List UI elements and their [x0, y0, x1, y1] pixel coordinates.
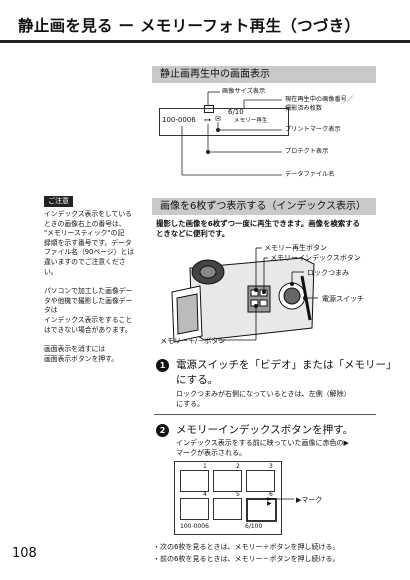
label-power-switch: 電源スイッチ: [322, 295, 364, 303]
section-heading-display: 静止画再生中の画面表示: [152, 66, 376, 83]
label-lock-knob: ロックつまみ: [307, 269, 349, 277]
section-lead-2: ときなどに便利です。: [156, 229, 230, 238]
note-line: ときの画像右上の番号は、: [44, 219, 126, 228]
counter-text: 100-0006: [162, 116, 196, 124]
mark-label: ▶マーク: [296, 496, 323, 504]
index-num-6: 6: [269, 491, 273, 498]
index-thumb-2: [213, 470, 242, 492]
camera-illustration: メモリー再生ボタン メモリーインデックスボタン ロックつまみ 電源スイッチ メモ…: [152, 240, 402, 350]
index-thumb-3: [246, 470, 275, 492]
index-num-5: 5: [236, 491, 240, 498]
leader-lines: [181, 91, 282, 176]
note-label: ご注意: [44, 196, 73, 207]
red-mark-icon: ▶: [267, 500, 272, 507]
callout-image-size: 画像サイズ表示: [222, 88, 266, 95]
note-line: インデックス表示をすること: [44, 315, 133, 324]
screen-display-diagram: 6/10 100-0006 ⊶ ✉ メモリー再生 画像サイズ表示 現在再生中の画…: [152, 86, 402, 196]
step-2-title: メモリーインデックスボタンを押す。: [176, 424, 354, 436]
index-screen: 1 2 3 4 5 6 ▶ 100-0006 6/100: [174, 461, 282, 535]
bullet-next: ・次の6枚を見るときは、メモリー＋ボタンを押し続ける。: [153, 543, 340, 551]
note-line: 画面表示ボタンを押す。: [44, 354, 119, 363]
step-number-1: 1: [156, 359, 169, 372]
callout-shot-count: 撮影済み枚数: [285, 105, 323, 112]
note-line: はできない場合があります。: [44, 325, 132, 334]
step-number-2: 2: [156, 424, 169, 437]
camcorder-drawing: [171, 247, 318, 343]
label-memory-play-button: メモリー再生ボタン: [264, 244, 327, 252]
note-line: インデックス表示をしている: [44, 210, 132, 218]
index-num-2: 2: [236, 463, 240, 470]
note-line: パソコンで加工した画像デー: [44, 287, 133, 296]
step-divider: [154, 414, 376, 415]
memory-play-text: メモリー再生: [234, 118, 268, 124]
image-size-icon: [204, 105, 214, 113]
protect-icon: ⊶: [204, 116, 211, 124]
image-count-text: 6/10: [228, 108, 244, 116]
step-1-title: 電源スイッチを「ビデオ」または「メモリー」: [176, 359, 397, 371]
callout-print-mark: プリントマーク表示: [285, 126, 341, 133]
step-2-sub-cont: マークが表示される。: [176, 449, 246, 457]
page-number: 108: [12, 546, 37, 561]
index-num-4: 4: [203, 491, 207, 498]
step-1-sub-cont: にする。: [176, 400, 205, 408]
index-thumb-4: [180, 498, 209, 520]
bullet-prev: ・前の6枚を見るときは、メモリー－ボタンを押し続ける。: [153, 555, 340, 563]
step-2-sub: インデックス表示をする前に映っていた画像に赤色の▶: [176, 439, 349, 447]
display-box: [159, 108, 289, 136]
title-rule: [0, 40, 410, 43]
index-thumb-6: [246, 498, 277, 522]
step-1-sub: ロックつまみが右側になっているときは、左側（解除）: [176, 390, 351, 398]
label-memory-index-button: メモリーインデックスボタン: [270, 254, 361, 262]
note-line: タは: [44, 306, 58, 315]
callout-data-file: データファイル名: [285, 171, 335, 178]
index-num-3: 3: [269, 463, 273, 470]
note-line: 録順を示す番号です。データ: [44, 238, 132, 247]
note-line: 違いますのでご注意くださ: [44, 257, 126, 266]
index-counter: 100-0006: [180, 523, 209, 530]
section-lead-1: 撮影した画像を6枚ずつ一度に再生できます。画像を検索する: [156, 219, 360, 228]
label-memory-plus-minus: メモリー＋/－ボタン: [160, 337, 226, 345]
index-num-1: 1: [203, 463, 207, 470]
print-mark-icon: ✉: [215, 115, 221, 123]
callout-image-number: 現在再生中の画像番号／: [285, 96, 354, 103]
index-thumb-5: [213, 498, 242, 520]
note-line: い。: [44, 267, 58, 276]
index-count: 6/100: [245, 523, 263, 530]
index-thumb-1: [180, 470, 209, 492]
note-line: "メモリースティック"の記: [44, 229, 125, 238]
section-heading-index: 画像を6枚ずつ表示する（インデックス表示）: [152, 198, 376, 215]
step-1-title-cont: にする。: [176, 374, 219, 386]
note-line: タや他機で撮影した画像デー: [44, 296, 133, 305]
callout-protect: プロテクト表示: [285, 148, 329, 155]
page-title: 静止画を見る ー メモリーフォト再生（つづき）: [18, 17, 361, 35]
note-line: 画面表示を消すには: [44, 345, 106, 354]
note-line: ファイル名（90ページ）とは: [44, 248, 135, 257]
mark-leader: [266, 497, 294, 501]
note-block: インデックス表示をしている ときの画像右上の番号は、 "メモリースティック"の記…: [44, 210, 144, 364]
